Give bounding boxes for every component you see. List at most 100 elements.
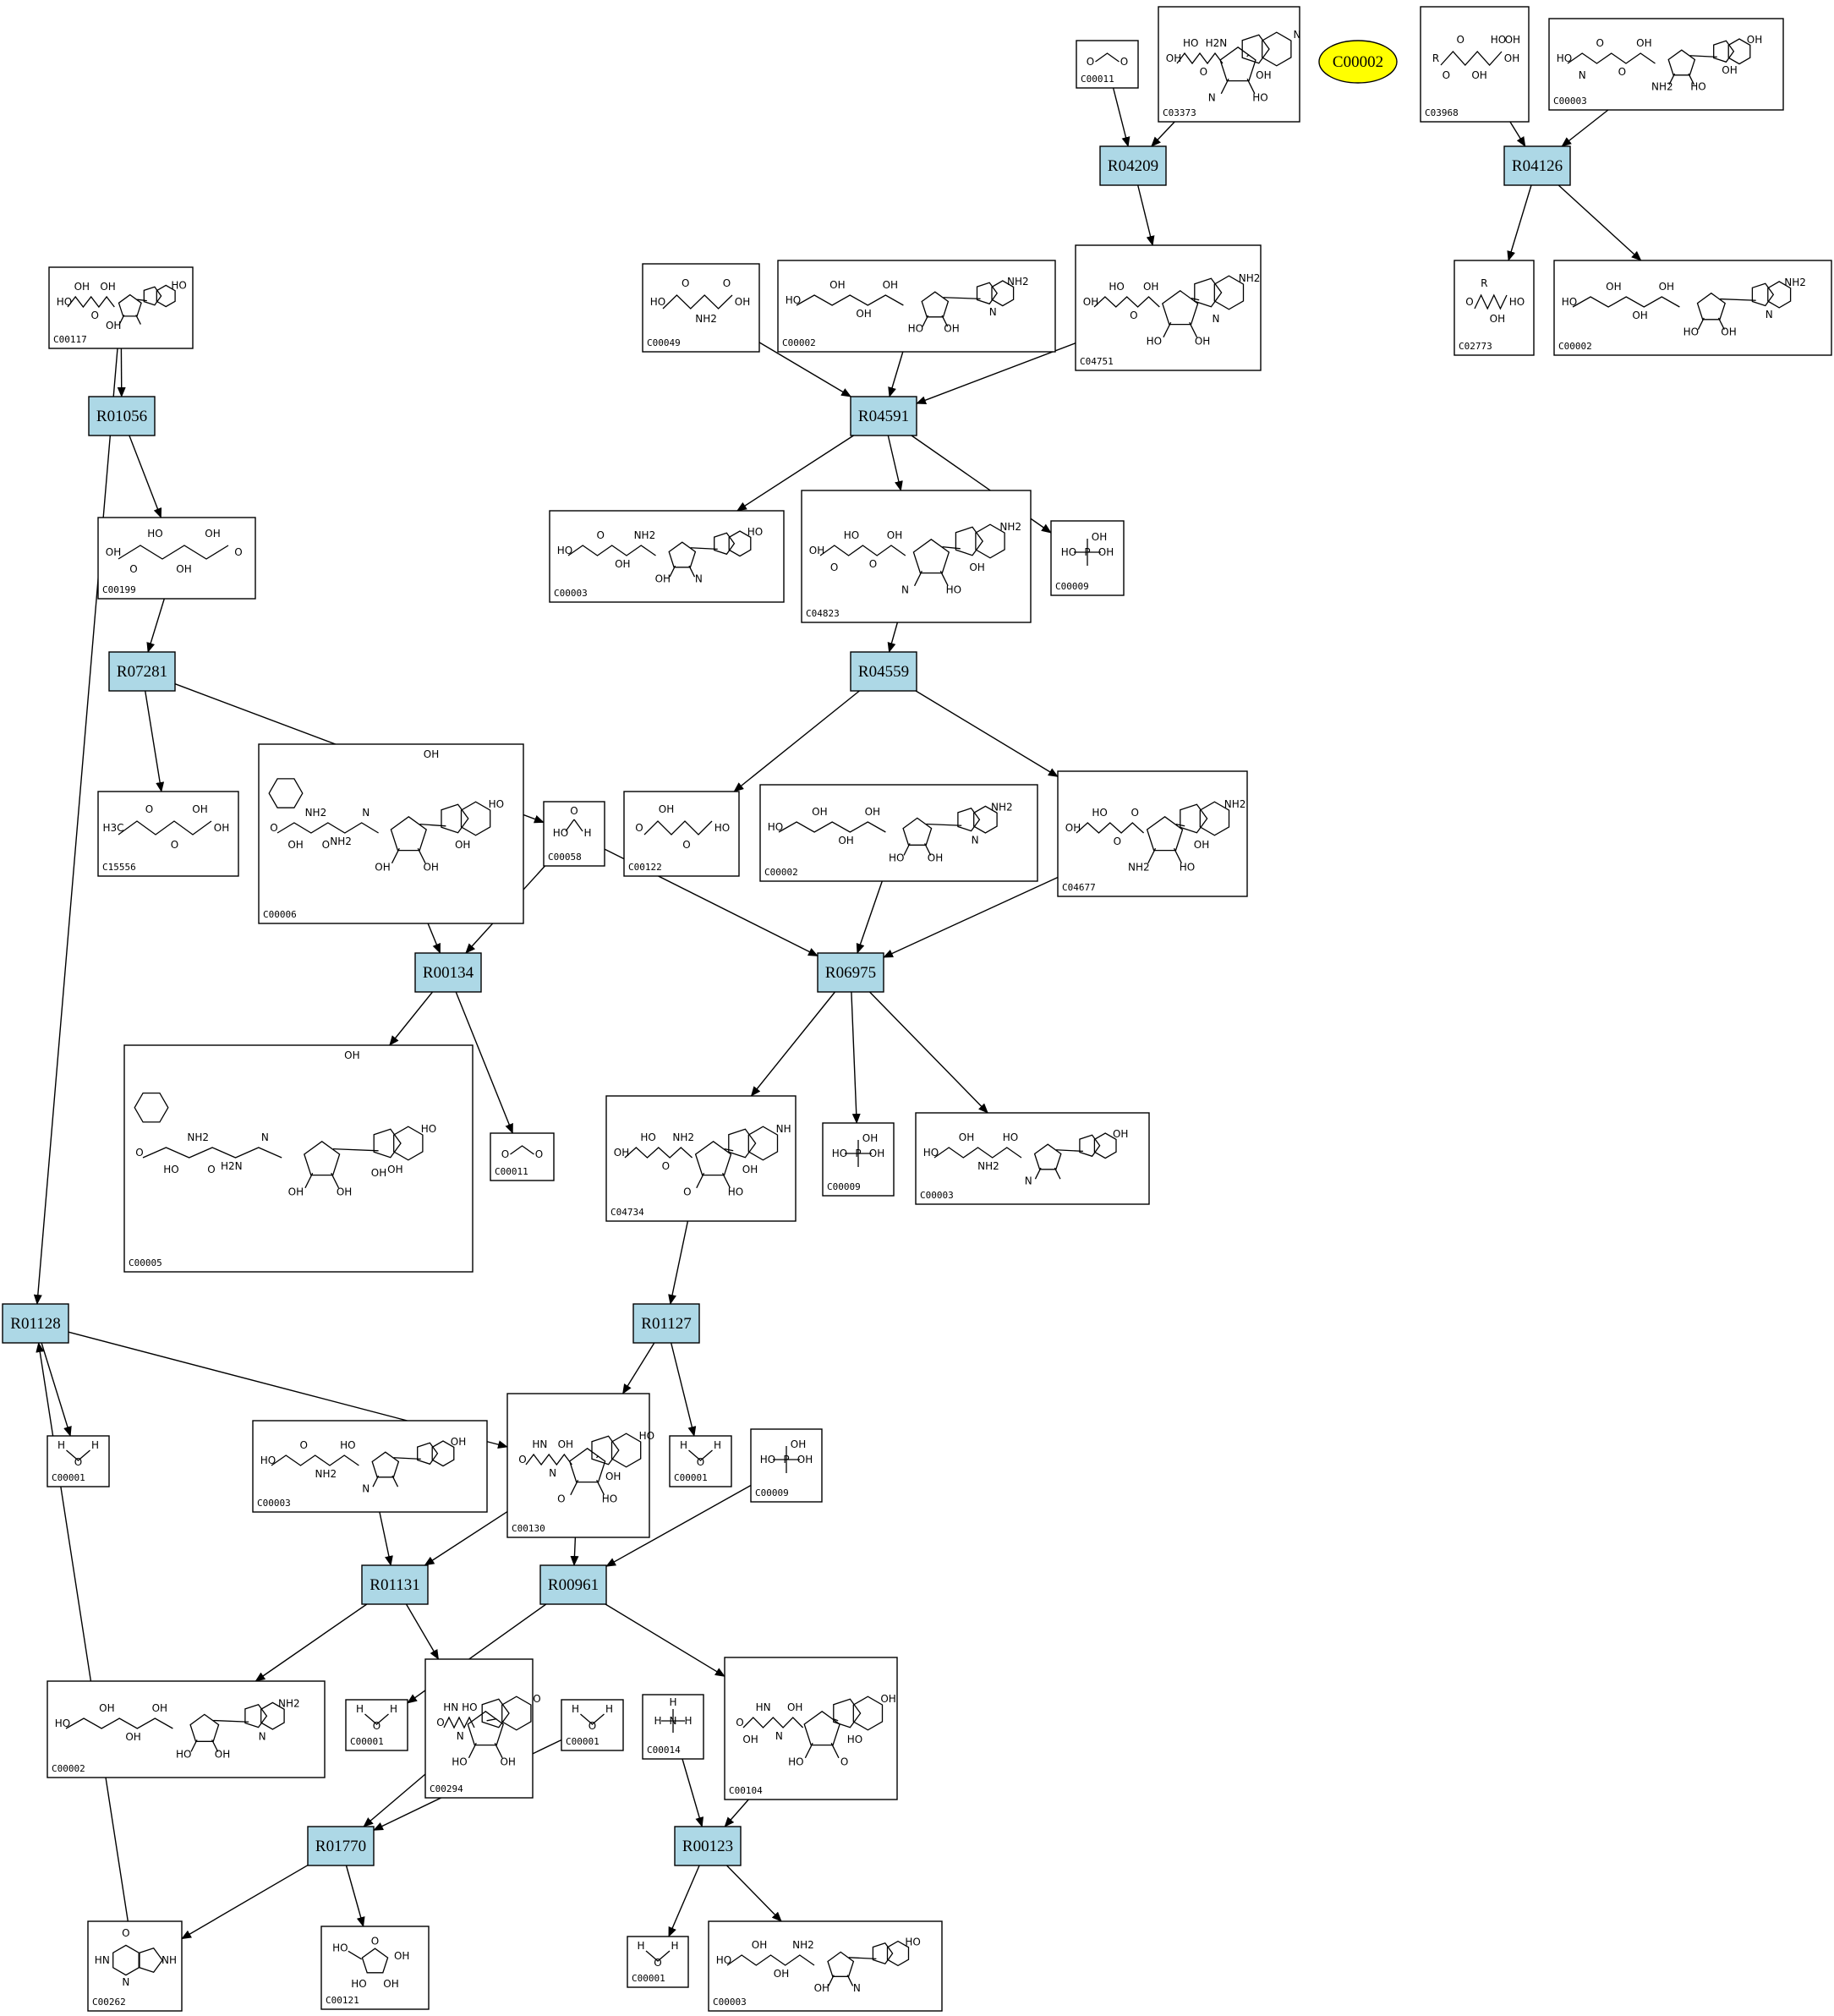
atom-label: NH <box>776 1123 791 1135</box>
compound-id-label: C00130 <box>512 1523 545 1534</box>
compound-box <box>1420 6 1530 123</box>
edge-c_c00014-to-r00123 <box>682 1758 704 1827</box>
edge-r01056-to-c_c00199 <box>129 435 162 518</box>
atom-label: O <box>1131 807 1138 819</box>
compound-id-label: C00002 <box>782 337 816 348</box>
reaction-node-r07281[interactable]: R07281 <box>108 651 176 692</box>
atom-label: O <box>501 1148 509 1160</box>
atom-label: HO <box>847 1734 862 1745</box>
atom-label: O <box>682 839 690 851</box>
atom-label: HO <box>1180 862 1195 874</box>
reaction-box <box>88 396 156 436</box>
atom-label: OH <box>1166 52 1181 64</box>
reaction-node-r04209[interactable]: R04209 <box>1099 145 1167 186</box>
atom-label: P <box>1084 546 1090 558</box>
compound-id-label: C00049 <box>647 337 681 348</box>
reaction-node-r00961[interactable]: R00961 <box>539 1564 607 1605</box>
reaction-node-r01056[interactable]: R01056 <box>88 396 156 436</box>
atom-label: OH <box>752 1939 767 1951</box>
compound-box <box>424 1658 534 1799</box>
atom-label: OH <box>1194 839 1209 851</box>
structure-icon: HOH <box>680 1439 721 1468</box>
reaction-node-r04591[interactable]: R04591 <box>850 396 917 436</box>
reaction-node-r01131[interactable]: R01131 <box>361 1564 429 1605</box>
reaction-label: R01770 <box>315 1838 366 1855</box>
reaction-node-r04126[interactable]: R04126 <box>1503 145 1571 186</box>
compound-id-label: C00199 <box>102 584 136 595</box>
reaction-node-r01128[interactable]: R01128 <box>2 1303 69 1344</box>
reaction-node-r01127[interactable]: R01127 <box>632 1303 700 1344</box>
atom-label: NH2 <box>1128 862 1150 874</box>
reaction-node-r06975[interactable]: R06975 <box>817 952 884 993</box>
compound-box <box>252 1420 488 1513</box>
atom-label: OH <box>1083 296 1098 308</box>
reaction-label: R01127 <box>641 1315 691 1333</box>
atom-label: O <box>129 563 137 575</box>
atom-label: HO <box>421 1123 436 1135</box>
atom-label: O <box>596 529 604 541</box>
atom-label: H <box>714 1439 721 1451</box>
compound-box <box>1076 40 1139 89</box>
atom-label: HO <box>768 821 783 833</box>
reaction-node-r01770[interactable]: R01770 <box>307 1826 375 1866</box>
edge-c_c04677-to-r06975 <box>883 876 1059 958</box>
compound-id-label: C00006 <box>263 909 297 920</box>
atom-label: OH <box>383 1978 398 1990</box>
query-compound-c00002[interactable]: C00002 <box>1318 40 1398 84</box>
atom-label: O <box>436 1717 444 1728</box>
reaction-node-r00123[interactable]: R00123 <box>674 1826 742 1866</box>
atom-label: OH <box>742 1164 758 1175</box>
edge-r01128-to-c_c00001_a <box>41 1342 72 1437</box>
reaction-node-r04559[interactable]: R04559 <box>850 651 917 692</box>
compound-id-label: C00001 <box>52 1472 85 1483</box>
atom-label: NH2 <box>1224 798 1246 810</box>
reaction-node-r00134[interactable]: R00134 <box>414 952 482 993</box>
